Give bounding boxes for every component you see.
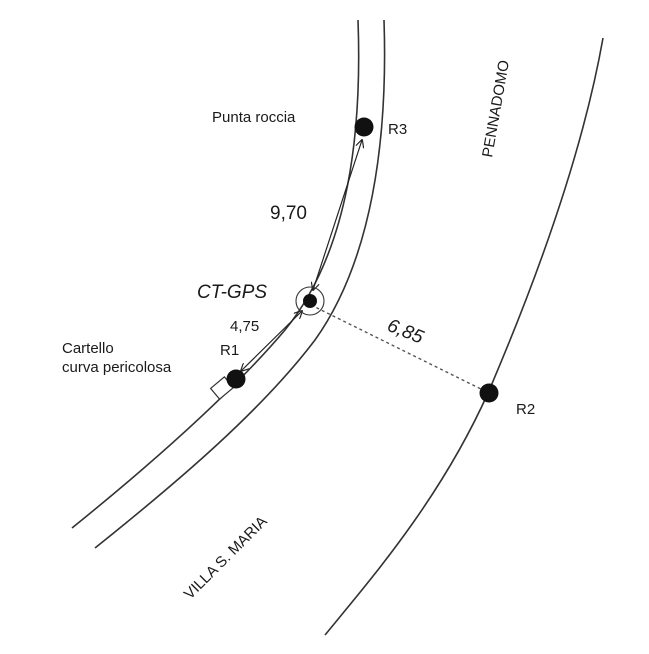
label-r1: R1 [220, 342, 239, 359]
note-cartello-line1: Cartello [62, 340, 114, 357]
arrow-ct-r1 [241, 311, 302, 371]
point-r3 [354, 117, 374, 137]
road-edge-inner [71, 19, 360, 529]
label-r2: R2 [516, 401, 535, 418]
note-cartello-line2: curva pericolosa [62, 359, 172, 376]
ct-gps-ring [295, 286, 325, 316]
label-r3: R3 [388, 121, 407, 138]
point-r1 [226, 369, 246, 389]
label-ct-gps: CT-GPS [197, 282, 267, 303]
arrow-ct-r3 [313, 140, 362, 290]
point-r2 [479, 383, 499, 403]
note-punta-roccia: Punta roccia [212, 109, 296, 126]
distance-label-ct-r2: 6,85 [384, 315, 427, 348]
distance-label-ct-r3: 9,70 [270, 203, 307, 224]
road-label-villa-s-maria: VILLA S. MARIA [181, 513, 271, 603]
road-edge-outer [94, 19, 386, 549]
point-ct-gps [303, 294, 317, 308]
road-label-pennadomo: PENNADOMO [479, 59, 513, 159]
distance-label-ct-r1: 4,75 [230, 318, 259, 335]
